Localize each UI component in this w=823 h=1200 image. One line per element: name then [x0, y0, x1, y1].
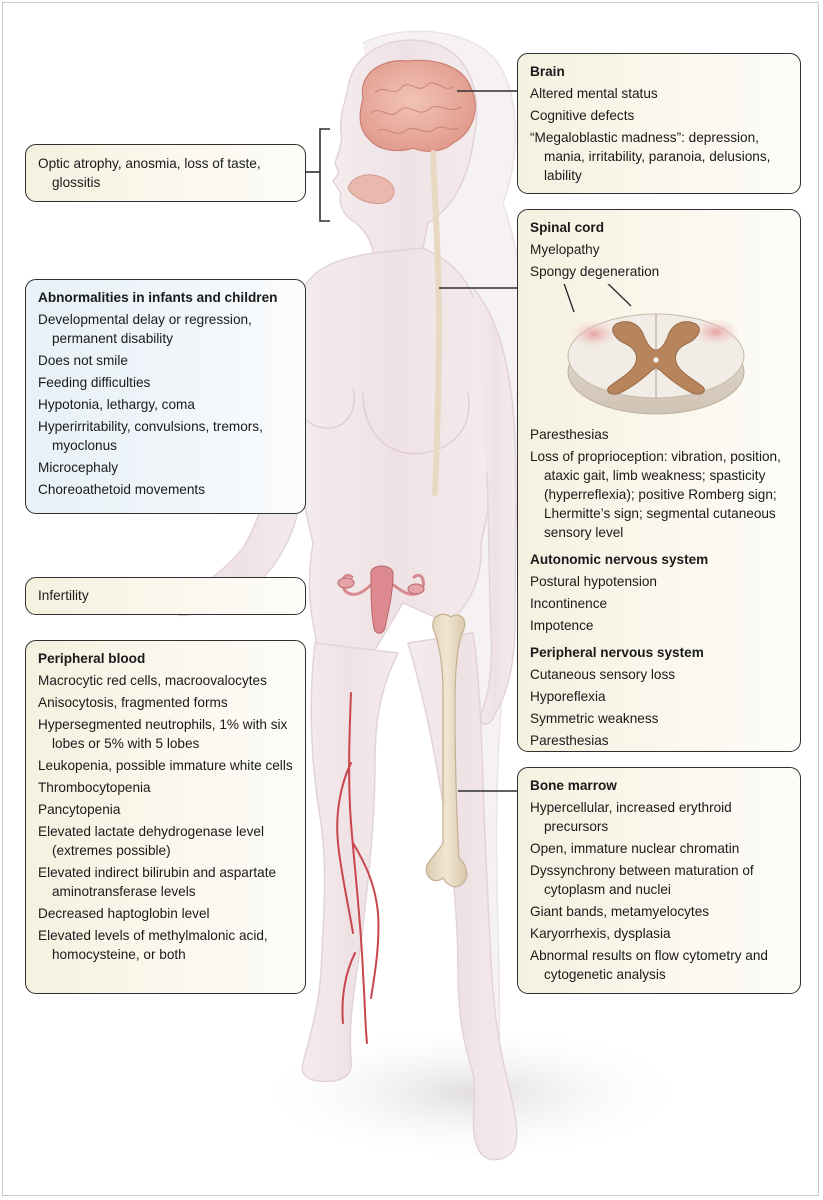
spinal-cord-panel: Spinal cord Myelopathy Spongy degenerati… [517, 209, 801, 752]
brain [359, 59, 476, 152]
peripheral-blood-item: Elevated indirect bilirubin and aspartat… [38, 865, 277, 899]
spinal-cord-item: Spongy degeneration [530, 264, 660, 279]
peripheral-nervous-item: Hyporeflexia [530, 689, 606, 704]
peripheral-nervous-item: Paresthesias [530, 733, 609, 748]
peripheral-blood-item: Macrocytic red cells, macroovalocytes [38, 673, 267, 688]
senses-item: Optic atrophy, anosmia, loss of taste, g… [38, 156, 261, 190]
infants-item: Hypotonia, lethargy, coma [38, 397, 195, 412]
brain-item: Altered mental status [530, 86, 658, 101]
peripheral-blood-item: Thrombocytopenia [38, 780, 151, 795]
autonomic-item: Postural hypotension [530, 574, 657, 589]
bone-marrow-panel: Bone marrow Hypercellular, increased ery… [517, 767, 801, 994]
bone-marrow-item: Giant bands, metamyelocytes [530, 904, 710, 919]
breast-right [362, 392, 470, 455]
femur [425, 613, 468, 888]
peripheral-blood-item: Elevated levels of methylmalonic acid, h… [38, 928, 268, 962]
torso [289, 247, 496, 658]
spinal-cord-line [430, 150, 443, 496]
left-leg [301, 642, 400, 1083]
infants-item: Choreoathetoid movements [38, 482, 205, 497]
infants-item: Microcephaly [38, 460, 119, 475]
right-arm [472, 287, 517, 725]
peripheral-nervous-item: Cutaneous sensory loss [530, 667, 676, 682]
infants-title: Abnormalities in infants and children [38, 290, 278, 305]
floor-shadow [253, 1023, 693, 1163]
peripheral-blood-item: Hypersegmented neutrophils, 1% with six … [38, 717, 288, 751]
bone-marrow-item: Open, immature nuclear chromatin [530, 841, 740, 856]
spinal-cord-item: Loss of proprioception: vibration, posit… [530, 449, 781, 540]
peripheral-blood-panel: Peripheral blood Macrocytic red cells, m… [25, 640, 306, 994]
peripheral-blood-item: Elevated lactate dehydrogenase level (ex… [38, 824, 264, 858]
spinal-cord-title: Spinal cord [530, 220, 605, 235]
oral-cavity [347, 174, 395, 204]
brain-title: Brain [530, 64, 565, 79]
infants-item: Feeding difficulties [38, 375, 151, 390]
uterus [337, 565, 425, 634]
infants-panel: Abnormalities in infants and children De… [25, 279, 306, 514]
bone-marrow-item: Hypercellular, increased erythroid precu… [530, 800, 732, 834]
brain-item: “Megaloblastic madness”: depression, man… [530, 130, 771, 183]
spinal-cord-item: Paresthesias [530, 427, 609, 442]
brain-item: Cognitive defects [530, 108, 635, 123]
peripheral-blood-title: Peripheral blood [38, 651, 146, 666]
bone-marrow-title: Bone marrow [530, 778, 617, 793]
spinal-cord-item: Myelopathy [530, 242, 600, 257]
peripheral-blood-item: Decreased haptoglobin level [38, 906, 210, 921]
senses-panel: Optic atrophy, anosmia, loss of taste, g… [25, 144, 306, 202]
peripheral-blood-item: Leukopenia, possible immature white cell… [38, 758, 293, 773]
spinal-cord-cross-section [563, 284, 745, 415]
peripheral-blood-item: Anisocytosis, fragmented forms [38, 695, 228, 710]
infants-item: Developmental delay or regression, perma… [38, 312, 252, 346]
bone-marrow-item: Abnormal results on flow cytometry and c… [530, 948, 768, 982]
peripheral-nervous-item: Symmetric weakness [530, 711, 659, 726]
infertility-panel: Infertility [25, 577, 306, 615]
infertility-item: Infertility [38, 588, 89, 603]
bone-marrow-item: Karyorrhexis, dysplasia [530, 926, 671, 941]
autonomic-title: Autonomic nervous system [530, 552, 709, 567]
infants-item: Hyperirritability, convulsions, tremors,… [38, 419, 263, 453]
autonomic-item: Incontinence [530, 596, 608, 611]
bone-marrow-item: Dyssynchrony between maturation of cytop… [530, 863, 754, 897]
peripheral-nervous-title: Peripheral nervous system [530, 645, 704, 660]
brain-panel: Brain Altered mental status Cognitive de… [517, 53, 801, 194]
leg-veins [336, 692, 380, 1044]
infants-item: Does not smile [38, 353, 128, 368]
peripheral-blood-item: Pancytopenia [38, 802, 121, 817]
brain-folds [370, 82, 462, 135]
autonomic-item: Impotence [530, 618, 594, 633]
connector-lines [306, 90, 519, 792]
